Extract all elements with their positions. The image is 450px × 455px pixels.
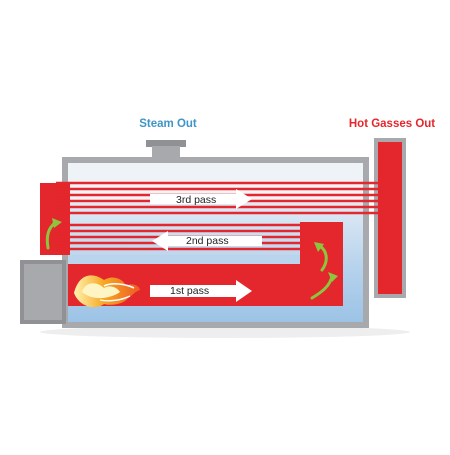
steam-outlet (146, 140, 186, 158)
first-pass-arrow (150, 280, 252, 302)
third-pass-label: 3rd pass (176, 194, 217, 206)
gas-outlet-duct (378, 142, 402, 294)
burner-panel (24, 264, 62, 320)
second-pass-label: 2nd pass (186, 235, 229, 247)
steam-out-label: Steam Out (139, 118, 197, 130)
flame-icon (74, 275, 140, 308)
curved-arrow-heads (52, 218, 338, 282)
first-pass-label: 1st pass (170, 285, 210, 297)
hot-gasses-out-label: Hot Gasses Out (348, 118, 436, 130)
third-pass-arrow (150, 189, 252, 209)
water-gap (68, 255, 300, 264)
second-pass-arrow (152, 231, 262, 251)
ground-shadow (40, 326, 410, 338)
